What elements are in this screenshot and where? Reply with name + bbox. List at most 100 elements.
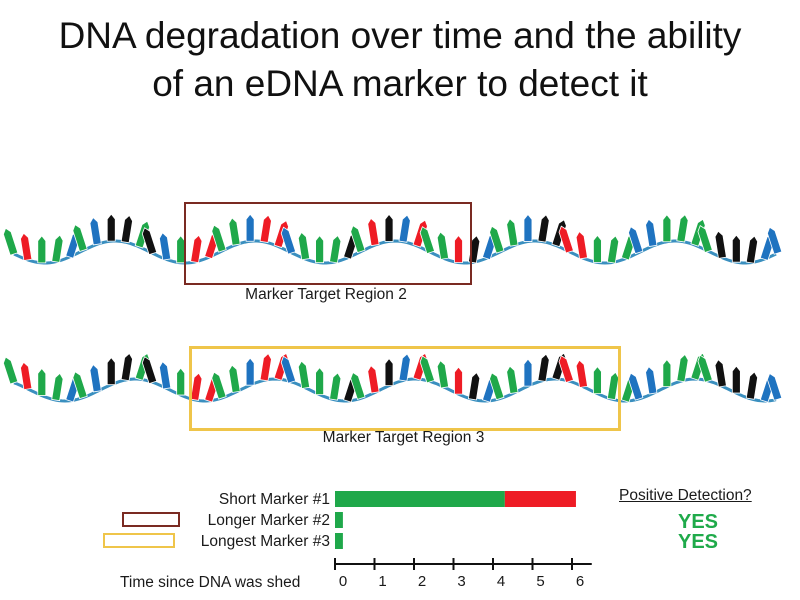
nucleotide-green	[606, 371, 620, 401]
nucleotide-blue	[628, 226, 644, 255]
nucleotide-blue	[398, 353, 411, 382]
nucleotide-red	[20, 232, 33, 261]
dna-strand-1	[2, 213, 783, 265]
nucleotide-red	[575, 359, 588, 388]
nucleotide-red	[367, 217, 380, 247]
nucleotide-green	[297, 231, 311, 261]
nucleotide-red	[454, 366, 463, 395]
nucleotide-blue	[245, 357, 255, 386]
nucleotide-green	[2, 227, 19, 256]
marker-3-detection-answer: YES	[677, 531, 719, 553]
nucleotide-green	[350, 371, 366, 400]
tick-label-4: 4	[496, 573, 506, 590]
bar-2-segment-1	[335, 512, 343, 528]
tick-label-5: 5	[536, 573, 545, 590]
nucleotide-black	[537, 214, 550, 243]
nucleotide-red	[558, 355, 574, 384]
nucleotide-green	[697, 354, 713, 383]
detection-time-chart	[334, 491, 592, 570]
nucleotide-green	[72, 371, 88, 400]
nucleotide-black	[384, 213, 394, 242]
nucleotide-green	[676, 353, 689, 383]
nucleotide-green	[350, 225, 366, 254]
nucleotide-green	[436, 231, 450, 260]
nucleotide-blue	[523, 358, 533, 387]
nucleotide-red	[20, 361, 33, 391]
nucleotide-green	[72, 224, 88, 253]
nucleotide-green	[176, 235, 186, 264]
nucleotide-blue	[523, 213, 533, 242]
nucleotide-green	[593, 365, 602, 394]
slide-title: DNA degradation over time and the abilit…	[0, 12, 800, 108]
tick-label-0: 0	[338, 573, 348, 590]
tick-label-1: 1	[378, 573, 387, 590]
title-line-2: of an eDNA marker to detect it	[152, 63, 648, 104]
nucleotide-green	[506, 365, 519, 394]
marker-2-detection-answer: YES	[677, 511, 719, 533]
nucleotide-green	[436, 360, 450, 389]
nucleotide-black	[106, 213, 116, 242]
nucleotide-green	[662, 214, 672, 243]
nucleotide-blue	[645, 366, 658, 395]
dna-strand-2	[2, 352, 783, 403]
nucleotide-black	[141, 227, 158, 256]
nucleotide-green	[419, 226, 436, 255]
positive-detection-heading: Positive Detection?	[619, 487, 752, 504]
nucleotide-black	[731, 365, 741, 394]
nucleotide-black	[745, 371, 759, 400]
nucleotide-black	[467, 371, 481, 401]
nucleotide-black	[120, 214, 133, 244]
nucleotide-black	[384, 358, 394, 387]
nucleotide-green	[37, 235, 47, 264]
nucleotide-black	[141, 356, 158, 385]
nucleotide-blue	[158, 361, 172, 390]
nucleotide-blue	[645, 218, 658, 248]
nucleotide-green	[211, 371, 227, 400]
nucleotide-blue	[280, 226, 297, 255]
marker-3-legend-box	[103, 533, 175, 548]
nucleotide-green	[489, 225, 505, 254]
nucleotide-blue	[89, 216, 102, 246]
marker-2-legend-box	[122, 512, 180, 527]
nucleotide-red	[454, 234, 463, 263]
nucleotide-black	[714, 359, 727, 388]
nucleotide-green	[2, 356, 19, 385]
bar-3-segment-1	[335, 533, 343, 549]
nucleotide-black	[106, 357, 116, 386]
nucleotide-green	[329, 234, 342, 264]
region-2-label: Marker Target Region 2	[245, 286, 407, 303]
nucleotide-black	[120, 352, 133, 382]
nucleotide-green	[662, 359, 672, 388]
nucleotide-green	[489, 372, 505, 401]
nucleotide-green	[506, 218, 519, 247]
nucleotide-green	[297, 360, 311, 389]
nucleotide-blue	[158, 232, 172, 261]
nucleotide-red	[259, 214, 272, 243]
nucleotide-blue	[89, 364, 102, 393]
time-axis-label: Time since DNA was shed	[120, 574, 301, 591]
bar-1-segment-1	[335, 491, 505, 507]
nucleotide-black	[731, 234, 741, 263]
tick-label-2: 2	[417, 573, 427, 590]
nucleotide-green	[329, 372, 342, 401]
nucleotide-green	[37, 367, 47, 396]
nucleotide-green	[315, 366, 324, 395]
nucleotide-blue	[245, 213, 255, 242]
nucleotide-green	[228, 364, 241, 393]
nucleotide-green	[228, 217, 241, 246]
region-2-box	[184, 202, 472, 285]
nucleotide-red	[558, 225, 574, 254]
nucleotide-green	[419, 355, 436, 384]
nucleotide-black	[714, 230, 727, 259]
nucleotide-blue	[766, 372, 783, 401]
nucleotide-blue	[766, 226, 783, 255]
nucleotide-red	[575, 230, 588, 260]
nucleotide-green	[697, 224, 713, 254]
nucleotide-green	[606, 235, 620, 264]
marker-2-label: Longer Marker #2	[207, 512, 330, 529]
nucleotide-green	[593, 234, 602, 263]
nucleotide-green	[211, 224, 227, 253]
nucleotide-blue	[628, 372, 644, 401]
nucleotide-green	[176, 367, 186, 396]
